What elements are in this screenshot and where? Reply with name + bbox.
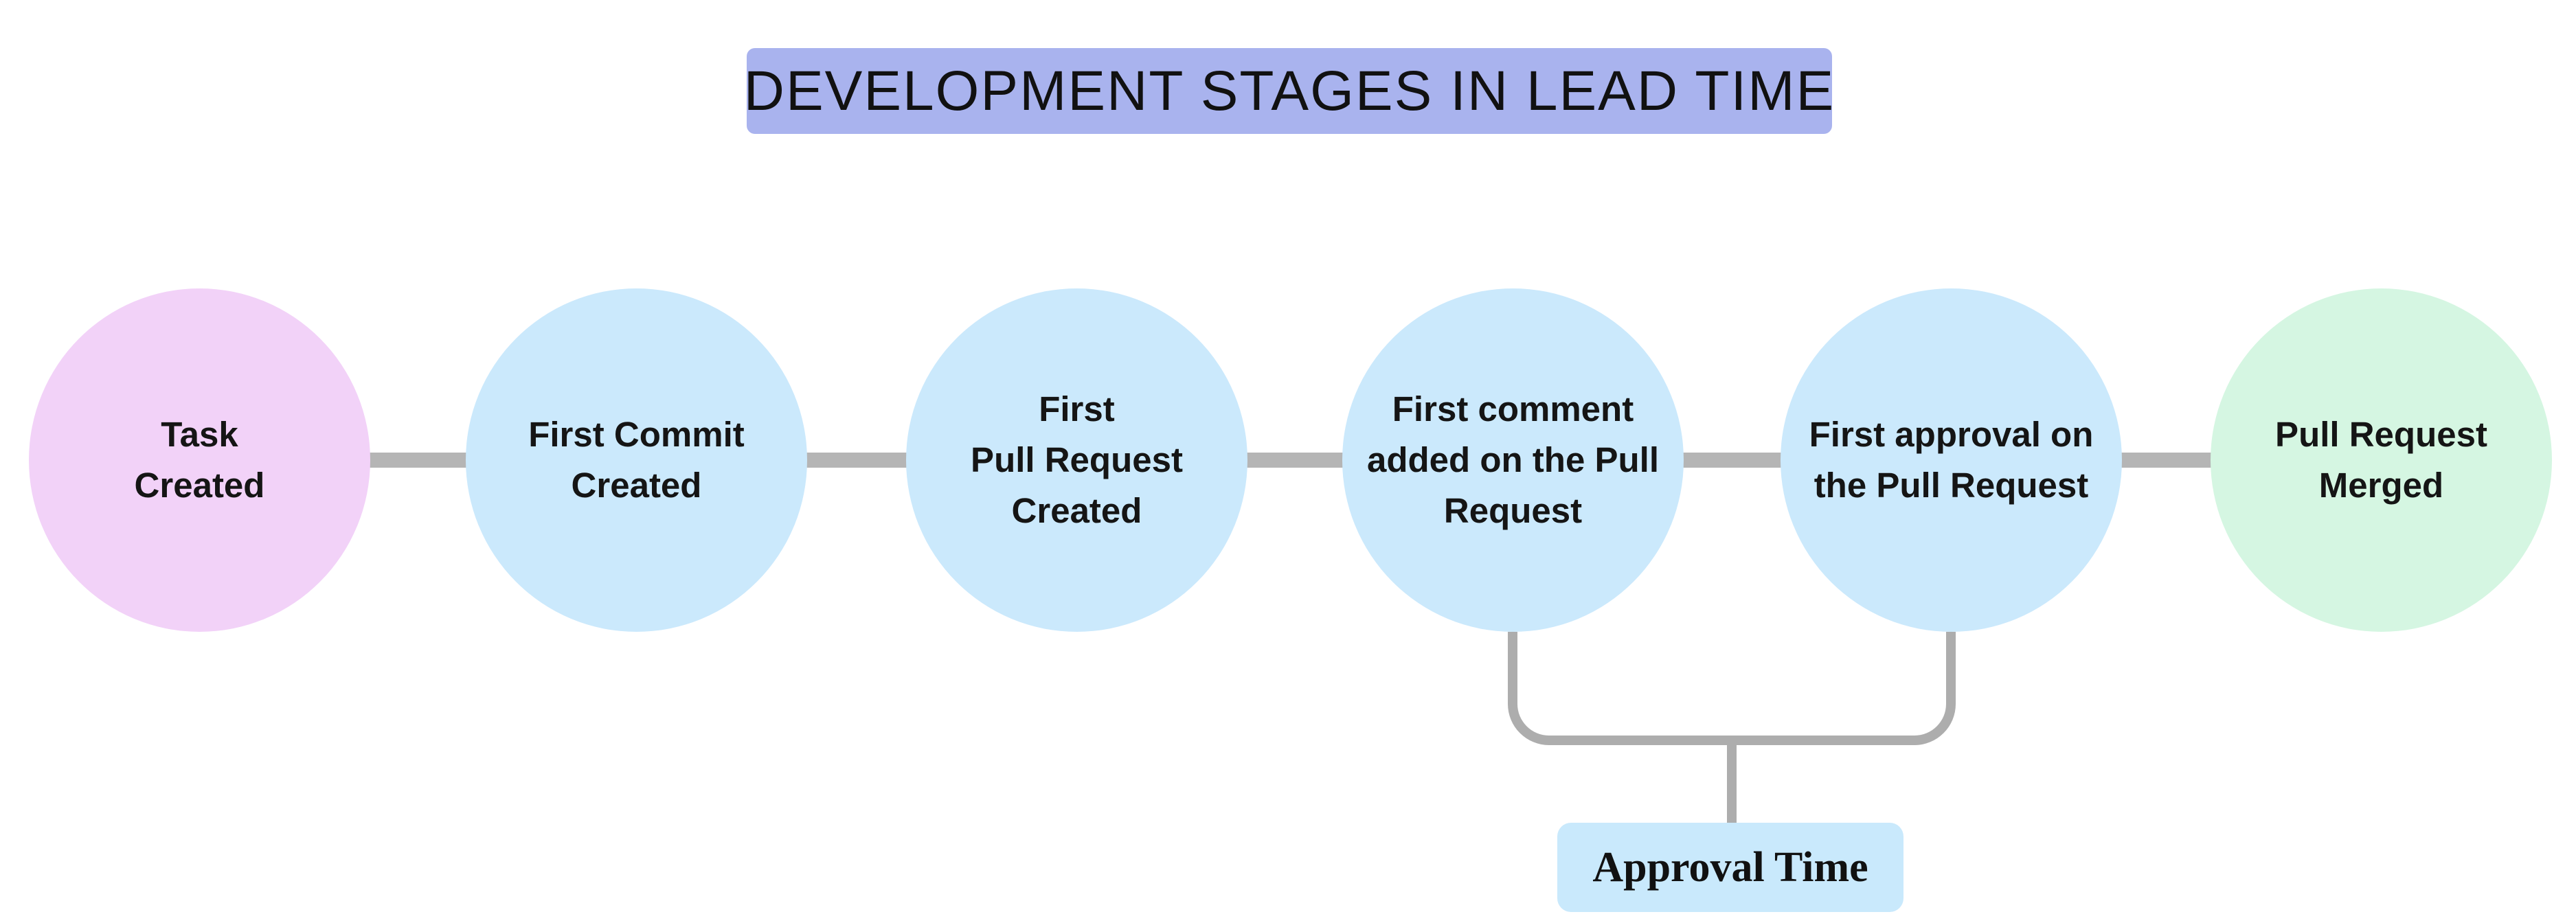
stage-label: First comment added on the Pull Request bbox=[1366, 389, 1659, 530]
page-title: DEVELOPMENT STAGES IN LEAD TIME bbox=[743, 59, 1835, 122]
stage-circle-first-commit-created: First Commit Created bbox=[466, 288, 807, 632]
stage-label: Task Created bbox=[134, 415, 265, 505]
stage-label: First approval on the Pull Request bbox=[1809, 415, 2094, 505]
stage-label: Pull Request Merged bbox=[2275, 415, 2487, 505]
stage-circle-task-created: Task Created bbox=[29, 288, 370, 632]
stage-circle-first-comment-added: First comment added on the Pull Request bbox=[1342, 288, 1684, 632]
stage-circle-first-approval: First approval on the Pull Request bbox=[1781, 288, 2122, 632]
approval-time-bracket bbox=[1508, 632, 1956, 745]
stage-circle-pull-request-merged: Pull Request Merged bbox=[2211, 288, 2552, 632]
stage-label: First Commit Created bbox=[528, 415, 745, 505]
stage-circle-first-pull-request-created: First Pull Request Created bbox=[906, 288, 1247, 632]
stage-label: First Pull Request Created bbox=[971, 389, 1183, 530]
title-banner: DEVELOPMENT STAGES IN LEAD TIME bbox=[743, 48, 1835, 134]
approval-time-badge: Approval Time bbox=[1557, 823, 1903, 912]
approval-time-label: Approval Time bbox=[1592, 843, 1868, 891]
approval-time-bracket-stem bbox=[1727, 744, 1737, 825]
